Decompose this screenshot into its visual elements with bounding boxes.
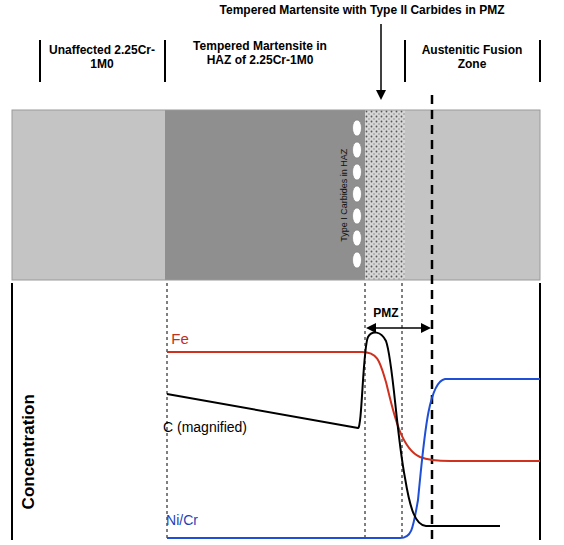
zone-header: Tempered Martensite in HAZ of 2.25Cr-1M0 (185, 40, 335, 68)
pointer-arrow (380, 24, 382, 98)
callout-label: Tempered Martensite with Type II Carbide… (172, 4, 552, 18)
feature-label: Type I Carbides in HAZ (339, 125, 349, 265)
fusion-line (431, 95, 434, 540)
zone-header: Unaffected 2.25Cr-1M0 (47, 44, 157, 72)
curve-label: C (magnified) (150, 419, 260, 435)
curve-label: Ni/Cr (152, 512, 212, 528)
plot-frame (12, 283, 540, 540)
zone-boundary (167, 283, 402, 540)
axis-title: Concentration (19, 377, 39, 527)
pmz-span-arrow (368, 327, 429, 329)
pmz-zone (365, 110, 405, 280)
type-i-carbides (353, 120, 362, 268)
fe-curve (167, 352, 540, 461)
curve-label: Fe (160, 330, 200, 347)
haz-zone (165, 110, 365, 280)
nicr-curve (167, 379, 540, 538)
zone-bracket (40, 40, 540, 82)
zone-label: PMZ (366, 307, 406, 321)
fusion-zone (405, 110, 540, 280)
unaffected-zone (12, 110, 165, 280)
bar-outline (12, 110, 540, 280)
zone-header: Austenitic Fusion Zone (412, 44, 532, 72)
